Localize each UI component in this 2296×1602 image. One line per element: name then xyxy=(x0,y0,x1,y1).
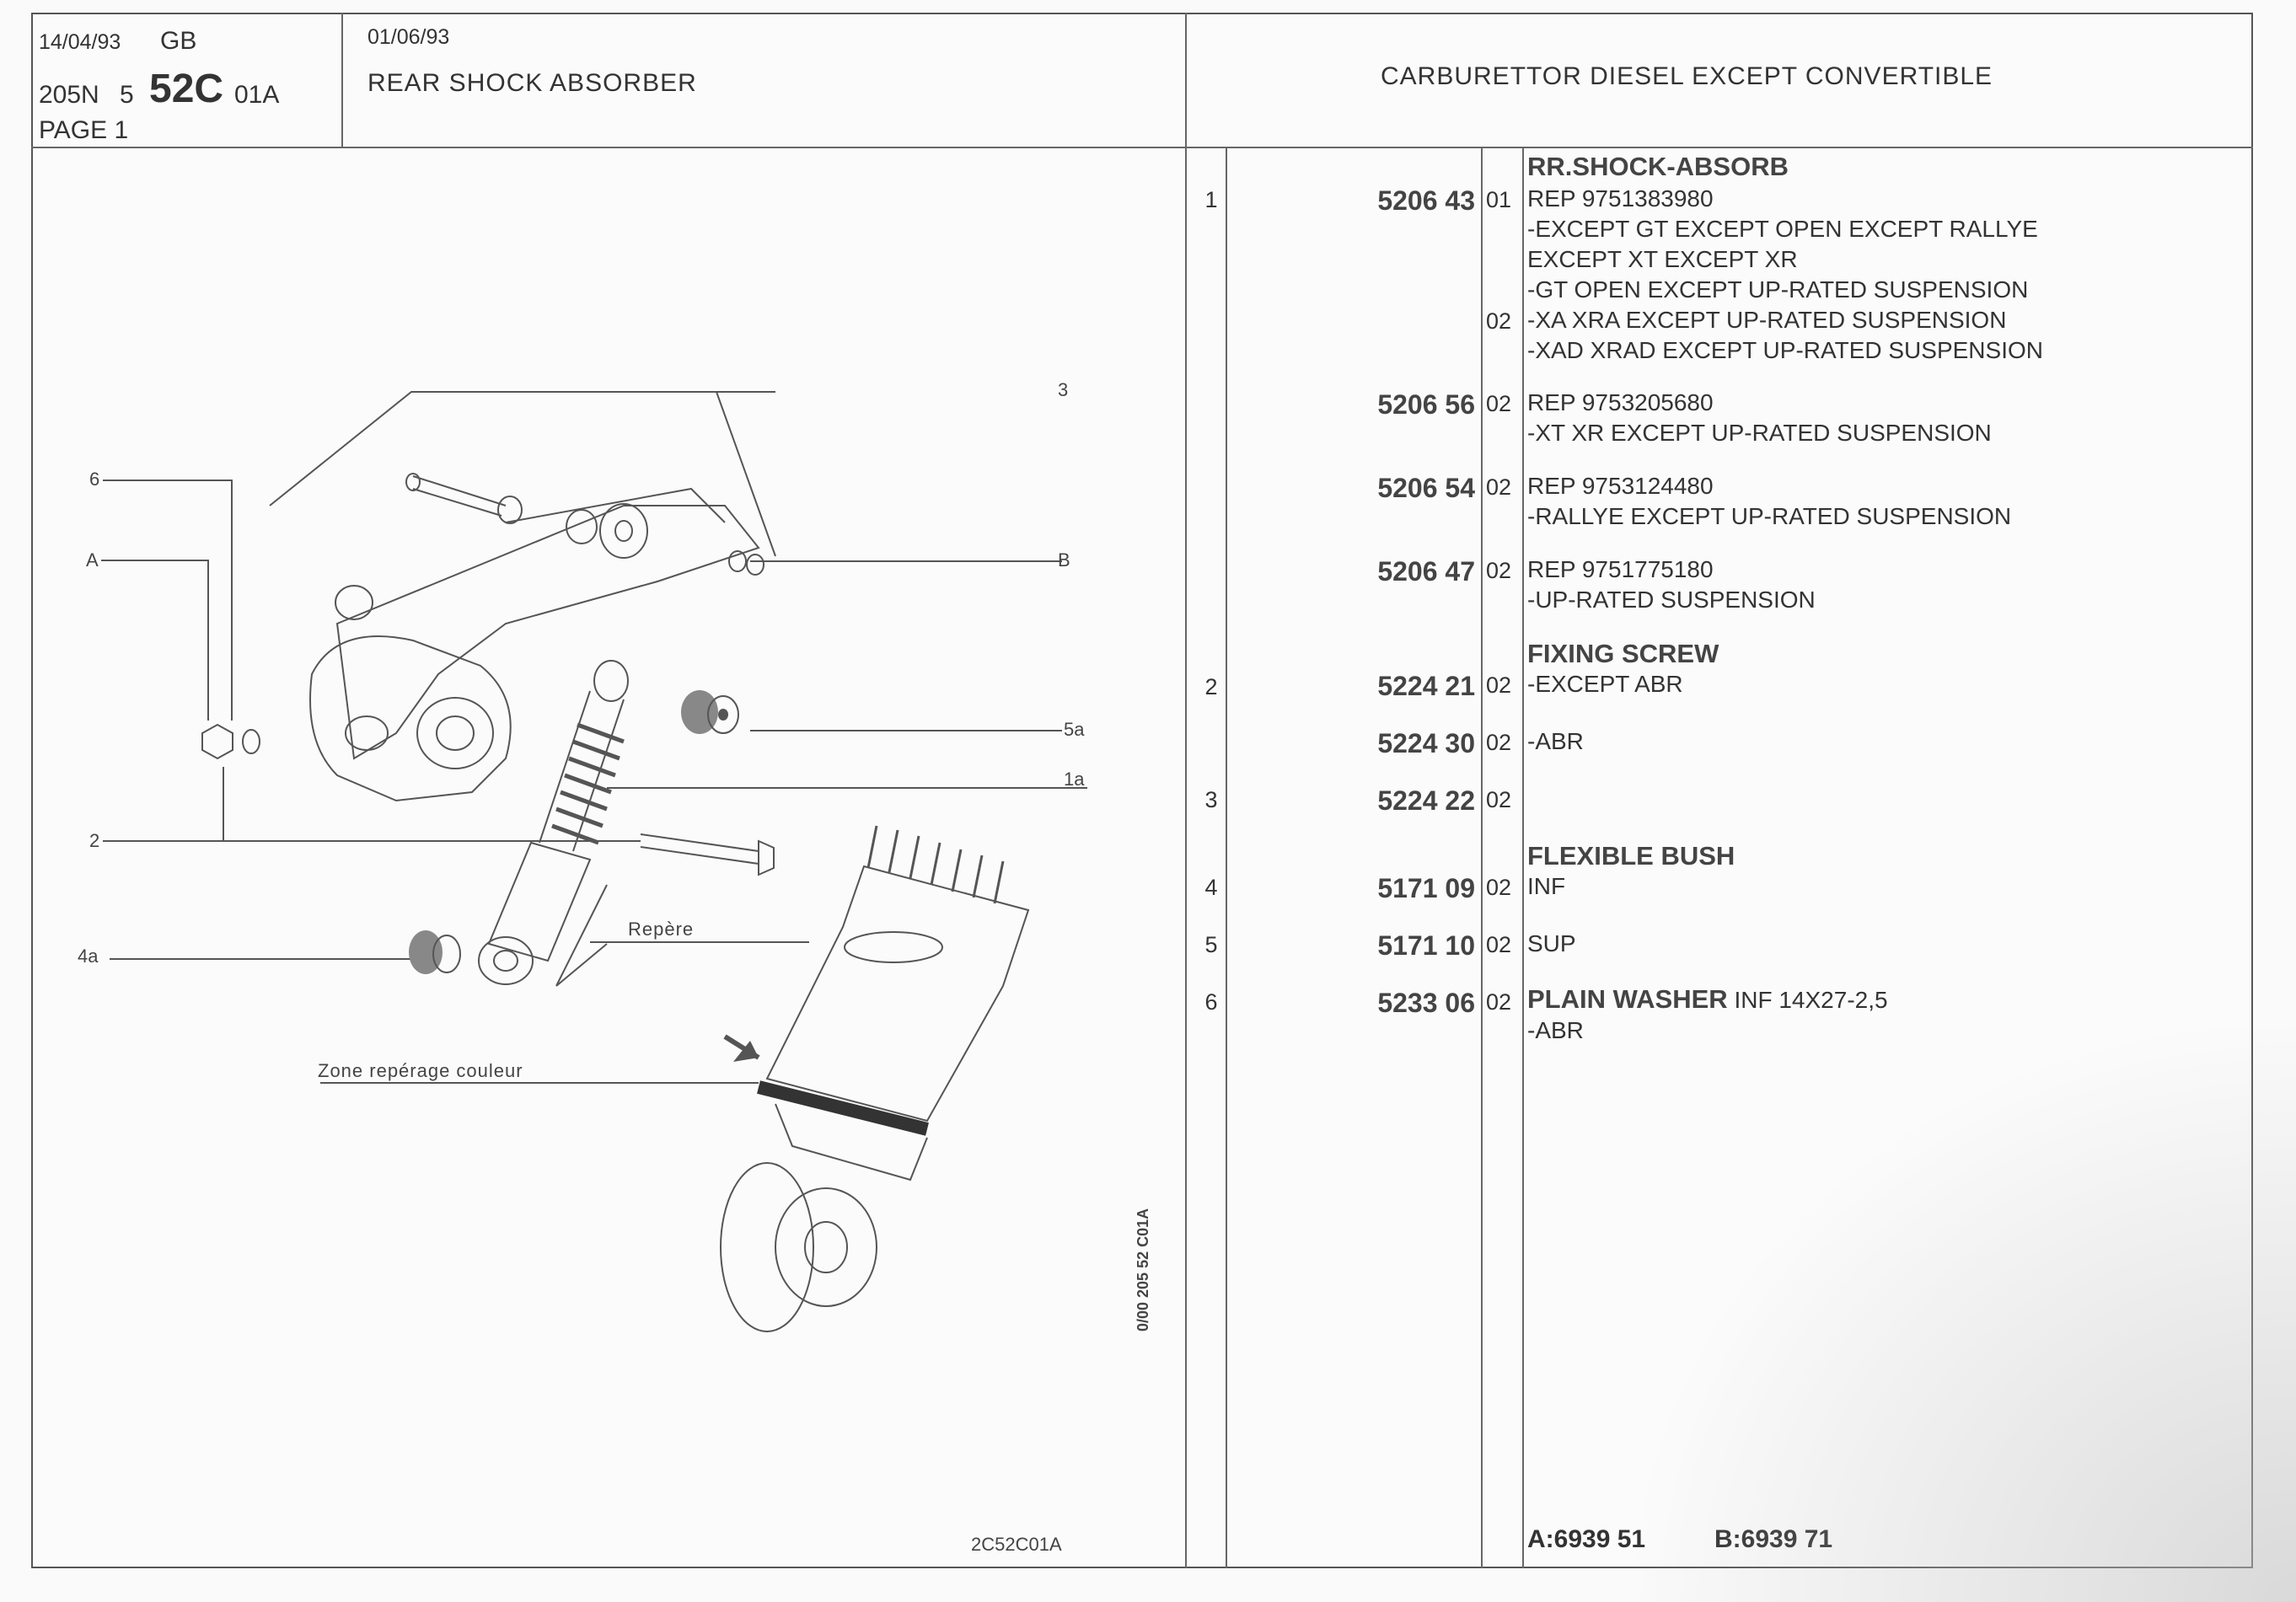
label-zone: Zone repérage couleur xyxy=(318,1060,523,1081)
bush-5a xyxy=(681,690,739,734)
nut-b xyxy=(728,550,764,576)
part-number-520647: 5206 47 xyxy=(1377,556,1475,587)
header-model-num: 5 xyxy=(120,81,134,109)
header-model: 205N xyxy=(39,81,99,109)
parts-heading-shock: RR.SHOCK-ABSORB xyxy=(1527,152,1789,181)
header-lang: GB xyxy=(160,27,197,55)
label-b: B xyxy=(1058,549,1070,571)
detail-view xyxy=(555,825,1030,1332)
issue-date: 01/06/93 xyxy=(367,25,450,49)
code-col-divider-left xyxy=(1481,147,1483,1568)
label-repere: Repère xyxy=(628,919,694,940)
code-02-520647: 02 xyxy=(1485,558,1512,583)
part-desc-522421: -EXCEPT ABR xyxy=(1527,671,1683,697)
footer-ref-a: A:6939 51 xyxy=(1527,1525,1646,1553)
code-02-520654: 02 xyxy=(1485,474,1512,500)
label-5a: 5a xyxy=(1064,719,1085,740)
label-a: A xyxy=(86,549,99,571)
leader-a xyxy=(101,560,209,721)
code-02-517110: 02 xyxy=(1485,932,1512,957)
item-number-2: 2 xyxy=(1204,674,1218,699)
part-number-522421: 5224 21 xyxy=(1377,671,1475,701)
parts-heading-flexible-bush: FLEXIBLE BUSH xyxy=(1527,841,1735,871)
label-4a: 4a xyxy=(78,946,99,967)
hub-carrier xyxy=(309,585,512,802)
leader-3c xyxy=(716,391,776,557)
header-section-suffix: 01A xyxy=(234,81,280,109)
code-02-520656: 02 xyxy=(1485,391,1512,416)
header-section: 52C xyxy=(149,67,224,111)
part-desc-523306: PLAIN WASHER INF 14X27-2,5 -ABR xyxy=(1527,984,1888,1043)
part-number-520643: 5206 43 xyxy=(1377,185,1475,216)
leader-3 xyxy=(269,391,716,506)
code-02-523306: 02 xyxy=(1485,989,1512,1015)
footer-ref-b: B:6939 71 xyxy=(1714,1525,1833,1553)
trailing-arm xyxy=(335,487,760,760)
part-number-520656: 5206 56 xyxy=(1377,389,1475,420)
drawing-divider xyxy=(1185,13,1187,1568)
bush-4a xyxy=(409,930,461,974)
code-01: 01 xyxy=(1485,187,1512,212)
exploded-diagram: 3 6 A B 5a 1a 2 4a Repère Zone repérage … xyxy=(78,379,1151,1555)
label-6: 6 xyxy=(89,469,99,490)
part-number-517110: 5171 10 xyxy=(1377,930,1475,961)
item-number-4: 4 xyxy=(1204,875,1218,900)
shock-absorber-1a xyxy=(478,660,629,985)
code-02-517109: 02 xyxy=(1485,875,1512,900)
item-number-5: 5 xyxy=(1204,932,1218,957)
part-desc-517109: INF xyxy=(1527,873,1566,899)
parts-heading-fixing-screw: FIXING SCREW xyxy=(1527,639,1719,668)
nut-a-washer-6 xyxy=(201,723,260,760)
side-code: 0/00 205 52 C01A xyxy=(1135,1208,1151,1331)
item-number-6: 6 xyxy=(1204,989,1218,1015)
part-desc-520656: REP 9753205680 -XT XR EXCEPT UP-RATED SU… xyxy=(1527,389,1992,446)
part-number-522430: 5224 30 xyxy=(1377,728,1475,758)
part-number-520654: 5206 54 xyxy=(1377,473,1475,503)
page-title: REAR SHOCK ABSORBER xyxy=(367,69,697,97)
variant-title: CARBURETTOR DIESEL EXCEPT CONVERTIBLE xyxy=(1381,62,1993,90)
label-3: 3 xyxy=(1058,379,1068,400)
part-desc-520647: REP 9751775180 -UP-RATED SUSPENSION xyxy=(1527,556,1816,613)
screw-2 xyxy=(640,833,775,876)
bolt-3 xyxy=(405,473,523,524)
part-number-523306: 5233 06 xyxy=(1377,988,1475,1018)
part-desc-520654: REP 9753124480 -RALLYE EXCEPT UP-RATED S… xyxy=(1527,473,2012,529)
leader-2 xyxy=(103,767,224,842)
drawing-ref: 2C52C01A xyxy=(971,1534,1062,1555)
leader-6 xyxy=(103,480,233,721)
header-date: 14/04/93 xyxy=(39,30,121,54)
code-col-divider-right xyxy=(1522,147,1524,1568)
part-number-517109: 5171 09 xyxy=(1377,873,1475,903)
part-number-522422: 5224 22 xyxy=(1377,785,1475,816)
label-2: 2 xyxy=(89,830,99,851)
part-desc-522430: -ABR xyxy=(1527,728,1584,754)
index-col-divider xyxy=(1226,147,1227,1568)
code-02-522421: 02 xyxy=(1485,672,1512,698)
header-page: PAGE 1 xyxy=(39,116,129,144)
part-desc-xa: -XA XRA EXCEPT UP-RATED SUSPENSION -XAD … xyxy=(1527,307,2043,363)
label-1a: 1a xyxy=(1064,769,1085,790)
part-desc-520643: REP 9751383980 -EXCEPT GT EXCEPT OPEN EX… xyxy=(1527,185,2038,303)
header-divider xyxy=(31,147,2253,148)
code-02-xa: 02 xyxy=(1485,308,1512,334)
header-col-divider xyxy=(341,13,343,147)
part-desc-517110: SUP xyxy=(1527,930,1576,956)
item-number-3: 3 xyxy=(1204,787,1218,812)
code-02-522422: 02 xyxy=(1485,787,1512,812)
code-02-522430: 02 xyxy=(1485,730,1512,755)
item-number-1: 1 xyxy=(1204,187,1218,212)
